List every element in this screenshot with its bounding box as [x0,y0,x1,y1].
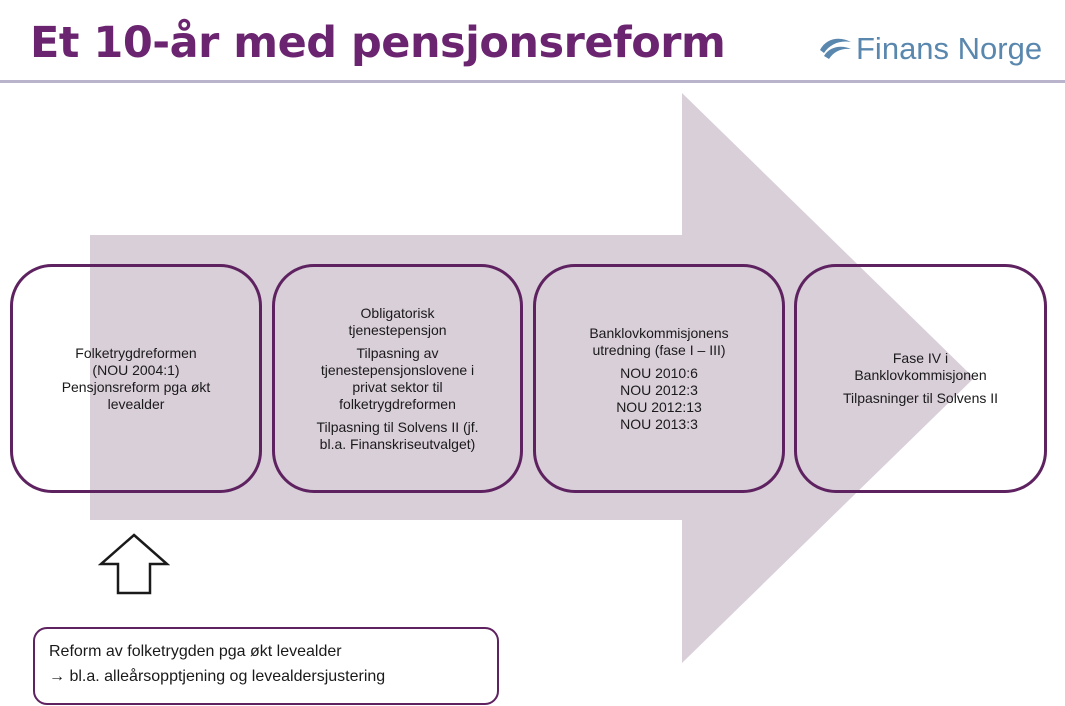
page-title: Et 10-år med pensjonsreform [30,18,726,68]
phase-line: privat sektor til [352,378,443,395]
phase-box-fase-iv: Fase IV i Banklovkommisjonen Tilpasninge… [794,264,1047,493]
phase-line: utredning (fase I – III) [592,341,726,358]
finans-norge-logo: Finans Norge [818,26,1042,72]
reform-note-box: Reform av folketrygden pga økt levealder… [33,627,499,705]
phase-line: NOU 2012:13 [616,398,702,415]
phase-line: Tilpasning til Solvens II (jf. [316,418,479,435]
phase-box-tjenestepensjon: Obligatorisk tjenestepensjon Tilpasning … [272,264,523,493]
phase-line: folketrygdreformen [339,395,456,412]
wave-logo-icon [820,38,851,59]
phase-line: NOU 2012:3 [620,381,698,398]
note-line: Reform av folketrygden pga økt levealder [49,643,342,660]
phase-box-banklovkommisjonen: Banklovkommisjonens utredning (fase I – … [533,264,785,493]
phase-line: bl.a. Finanskriseutvalget) [319,435,476,452]
phase-line: (NOU 2004:1) [92,361,180,378]
phase-line: Obligatorisk [360,304,435,321]
phase-line: tjenestepensjonslovene i [320,361,475,378]
phase-line: Fase IV i [892,350,949,366]
phase-line: Tilpasninger til Solvens II [842,390,999,406]
up-arrow-icon [98,533,170,595]
logo-text: Finans Norge [856,31,1043,66]
phase-line: NOU 2013:3 [620,415,698,432]
phase-line: Tilpasning av [356,344,439,361]
phase-line: Banklovkommisjonen [854,367,987,383]
phase-line: levealder [107,395,165,412]
header-divider [0,80,1065,83]
phase-line: tjenestepensjon [348,321,447,338]
phase-line: Banklovkommisjonens [589,324,729,341]
phase-line: NOU 2010:6 [620,364,698,381]
phase-box-folketrygd: Folketrygdreformen (NOU 2004:1) Pensjons… [10,264,262,493]
phase-line: Folketrygdreformen [75,344,197,361]
note-line: → bl.a. alleårsopptjening og levealdersj… [49,668,386,685]
phase-line: Pensjonsreform pga økt [61,378,211,395]
